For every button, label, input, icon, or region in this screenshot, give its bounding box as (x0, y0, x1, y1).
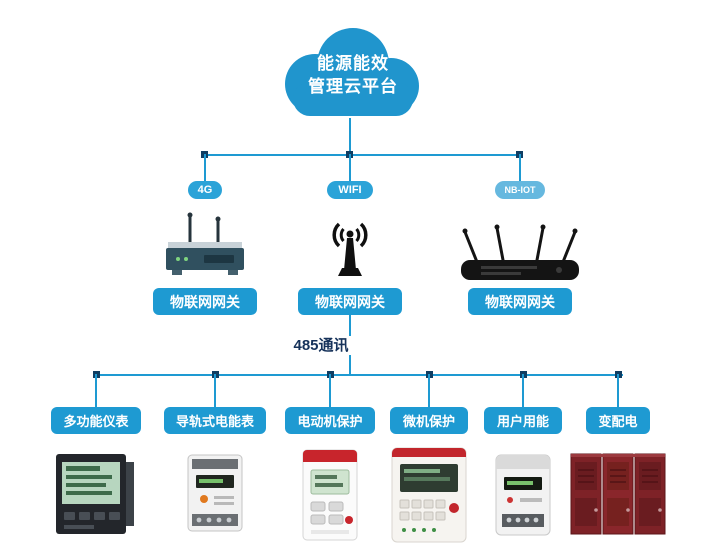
device-label-din-rail-energy-meter: 导轨式电能表 (164, 407, 266, 434)
connector-top-bus (204, 154, 521, 156)
motor-protector-image (302, 449, 358, 541)
device-label-multifunction-meter: 多功能仪表 (51, 407, 141, 434)
cloud-title-line2: 管理云平台 (308, 77, 398, 96)
device-label-user-energy: 用户用能 (484, 407, 562, 434)
din-rail-energy-meter-image (187, 454, 243, 532)
device-label-motor-protector: 电动机保护 (285, 407, 375, 434)
wifi-antenna-image (332, 222, 368, 276)
connector-drop-wifi (349, 154, 351, 182)
cloud-title-line1: 能源能效 (317, 54, 389, 73)
bus-485-label: 485通讯 (282, 336, 360, 355)
badge-wifi: WIFI (327, 181, 373, 199)
device-label-power-distribution: 变配电 (586, 407, 650, 434)
power-distribution-cabinets-image (570, 453, 666, 535)
connector-drop-device4 (428, 374, 430, 407)
gateway-label-4g: 物联网网关 (153, 288, 257, 315)
connector-drop-device2 (214, 374, 216, 407)
connector-drop-device5 (522, 374, 524, 407)
user-energy-meter-image (495, 454, 551, 536)
connector-drop-nbiot (519, 154, 521, 182)
connector-drop-device3 (329, 374, 331, 407)
gateway-label-wifi: 物联网网关 (298, 288, 402, 315)
badge-nbiot: NB-IOT (495, 181, 545, 199)
cellular-router-image (166, 212, 244, 275)
nbiot-router-image (461, 224, 579, 280)
connector-485-bus (95, 374, 623, 376)
badge-4g: 4G (188, 181, 222, 199)
multifunction-meter-image (56, 454, 134, 534)
connector-cloud-down (349, 118, 351, 156)
cloud-icon (285, 28, 419, 116)
cloud-platform-title: 能源能效 管理云平台 (265, 52, 441, 98)
device-label-microcomputer-protection: 微机保护 (390, 407, 468, 434)
microcomputer-protection-image (391, 447, 467, 543)
connector-drop-device1 (95, 374, 97, 407)
connector-drop-device6 (617, 374, 619, 407)
gateway-label-nbiot: 物联网网关 (468, 288, 572, 315)
connector-drop-4g (204, 154, 206, 182)
